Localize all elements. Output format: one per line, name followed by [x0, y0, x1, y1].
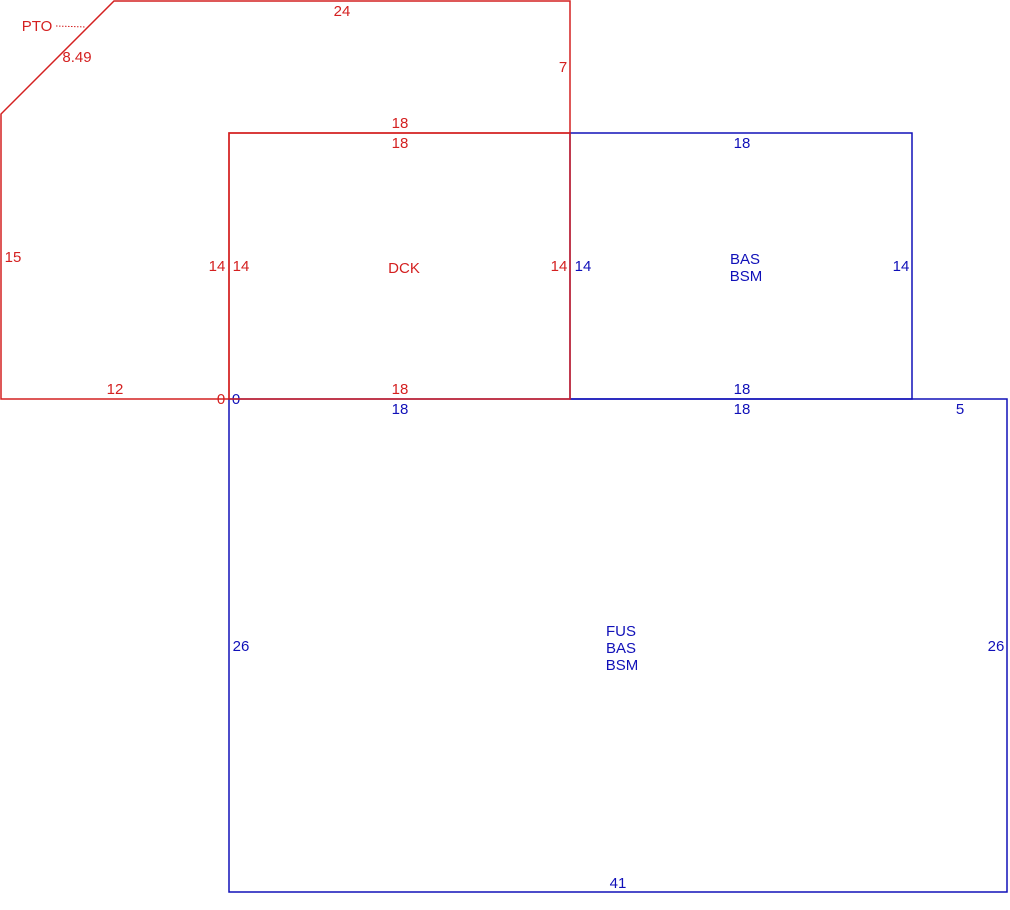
dck-left-inner-dimension: 14: [233, 258, 250, 275]
pto-right-dimension: 7: [559, 59, 567, 76]
pto-diagonal-dimension: 8.49: [62, 49, 91, 66]
dck-outline: [228, 132, 571, 400]
dck-top-inner-dimension: 18: [392, 135, 409, 152]
dck-top-outer-dimension: 18: [392, 115, 409, 132]
bas-upper-bottom-dimension: 18: [734, 381, 751, 398]
fus-lower-top-left-dimension: 18: [392, 401, 409, 418]
bas-upper-label-line-1: BAS: [730, 251, 760, 268]
area-fus-lower: 18 18 5 0 26 26 41 FUS BAS BSM: [228, 391, 1008, 893]
area-dck: 18 18 14 14 14 18 DCK: [209, 115, 571, 400]
fus-lower-outline: [228, 398, 1008, 893]
fus-lower-top-right-dimension: 18: [734, 401, 751, 418]
pto-bottom-dimension: 12: [107, 381, 124, 398]
pto-bottom-corner-dimension: 0: [217, 391, 225, 408]
bas-upper-label-line-2: BSM: [730, 268, 763, 285]
fus-lower-label-line-1: FUS: [606, 623, 636, 640]
fus-lower-top-corner-dimension: 5: [956, 401, 964, 418]
dck-left-outer-dimension: 14: [209, 258, 226, 275]
dck-right-inner-dimension: 14: [551, 258, 568, 275]
dck-label: DCK: [388, 260, 420, 277]
fus-lower-bottom-dimension: 41: [610, 875, 627, 892]
bas-upper-left-dimension: 14: [575, 258, 592, 275]
fus-lower-left-dimension: 26: [233, 638, 250, 655]
area-pto: PTO 24 8.49 7 15 12 0: [0, 0, 571, 408]
bas-upper-right-dimension: 14: [893, 258, 910, 275]
dck-bottom-dimension: 18: [392, 381, 409, 398]
fus-lower-label-line-2: BAS: [606, 640, 636, 657]
pto-leader-line: [55, 25, 87, 28]
fus-lower-label-line-3: BSM: [606, 657, 639, 674]
fus-lower-right-dimension: 26: [988, 638, 1005, 655]
pto-top-dimension: 24: [334, 3, 351, 20]
pto-left-dimension: 15: [5, 249, 22, 266]
area-bas-upper: 18 14 14 18 BAS BSM: [569, 132, 913, 400]
bas-upper-top-dimension: 18: [734, 135, 751, 152]
pto-label: PTO: [22, 18, 53, 35]
